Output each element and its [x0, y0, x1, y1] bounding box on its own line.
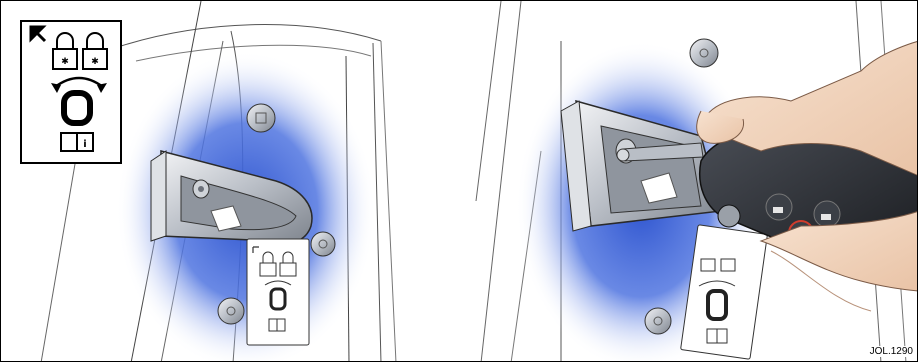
key-slot-icon: [64, 93, 90, 123]
child-icon: ✱: [61, 57, 69, 67]
child-icon: ✱: [91, 57, 99, 67]
unlock-button: [814, 201, 840, 227]
manual-book-icon: i: [61, 133, 93, 151]
child-lock-instruction-card: ✱ ✱ i: [21, 21, 121, 163]
child-lock-label: [247, 239, 309, 345]
svg-text:i: i: [83, 139, 86, 150]
manual-book-icon: [269, 319, 285, 331]
key-slot-icon: [271, 289, 285, 309]
screw-icon: [645, 308, 671, 334]
key-slot-icon: [708, 291, 726, 319]
screw-icon: [690, 39, 718, 67]
right-panel: [476, 1, 918, 362]
manual-book-icon: [707, 329, 727, 343]
figure-reference-code: JOL.1290: [868, 346, 915, 357]
screw-icon: [218, 298, 244, 324]
lock-button: [766, 194, 792, 220]
left-panel: ✱ ✱ i: [21, 1, 396, 362]
key-ring-icon: [718, 205, 740, 227]
screw-icon: [247, 104, 275, 132]
screw-icon: [311, 232, 335, 256]
